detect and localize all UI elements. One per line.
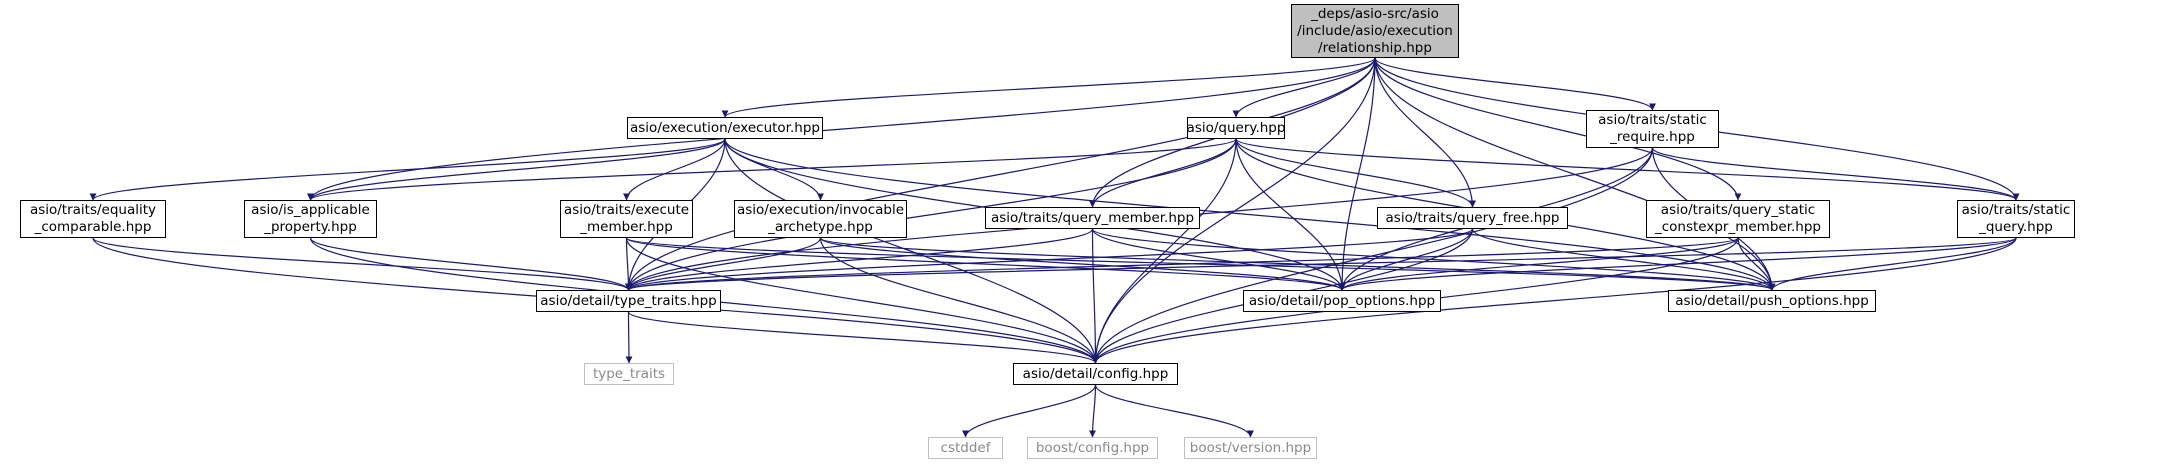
edge-invocable-to-pop-options [819, 237, 1346, 291]
node-label-line: asio/query.hpp [1186, 119, 1286, 136]
node-execute-member[interactable]: asio/traits/execute_member.hpp [560, 200, 693, 238]
node-label-line: _archetype.hpp [768, 219, 873, 235]
edge-executor-to-equality [89, 138, 726, 201]
edge-type-traits-hpp-to-config [627, 311, 1099, 364]
edge-root-to-query-free [1374, 57, 1476, 208]
edge-root-to-executor [721, 57, 1376, 118]
node-label-line: type_traits [592, 365, 666, 382]
edge-query-free-to-type-traits-hpp [625, 228, 1474, 291]
edge-invocable-to-config [819, 237, 1099, 364]
node-query-member[interactable]: asio/traits/query_member.hpp [985, 207, 1200, 229]
node-label-line: _deps/asio-src/asio [1311, 5, 1439, 22]
node-label-line: asio/is_applicable [251, 202, 370, 218]
edge-invocable-to-type-traits-hpp [625, 237, 822, 291]
node-label-line: _member.hpp [580, 219, 673, 235]
edge-query-member-to-pop-options [1091, 228, 1346, 291]
node-label-line: asio/detail/config.hpp [1022, 365, 1169, 382]
edge-static-require-to-config [1092, 147, 1654, 364]
node-label-line: asio/execution/invocable [736, 202, 905, 218]
node-label-line: _constexpr_member.hpp [1654, 219, 1822, 235]
node-cstddef: cstddef [928, 437, 1003, 459]
node-pop-options[interactable]: asio/detail/pop_options.hpp [1243, 290, 1441, 312]
edge-root-to-static-require [1374, 57, 1656, 111]
node-type-traits-hpp[interactable]: asio/detail/type_traits.hpp [536, 290, 721, 312]
edge-config-to-boost-config [1089, 384, 1097, 438]
edge-static-query-to-push-options [1768, 237, 2017, 291]
node-label-line: asio/traits/equality [29, 202, 157, 218]
edge-type-traits-hpp-to-type-traits-std [625, 311, 633, 364]
edge-query-to-type-traits-hpp [625, 138, 1237, 291]
edge-query-to-pop-options [1235, 138, 1346, 291]
node-label-line: boost/version.hpp [1189, 439, 1312, 456]
edge-query-to-query-member [1089, 138, 1237, 208]
node-label-line: asio/detail/pop_options.hpp [1248, 292, 1436, 309]
node-static-require[interactable]: asio/traits/static_require.hpp [1586, 110, 1719, 148]
node-executor[interactable]: asio/execution/executor.hpp [627, 117, 823, 139]
node-query-free[interactable]: asio/traits/query_free.hpp [1377, 207, 1568, 229]
edge-executor-to-is-applicable [307, 138, 726, 201]
edge-root-to-query [1232, 57, 1376, 118]
node-label-line: boost/config.hpp [1035, 439, 1150, 456]
node-label-line: _query.hpp [1979, 219, 2053, 235]
edge-execute-member-to-config [625, 237, 1099, 364]
edge-query-to-static-query [1235, 138, 2020, 201]
edge-query-to-query-free [1235, 138, 1476, 208]
edge-static-query-to-pop-options [1338, 237, 2017, 291]
edge-static-query-to-type-traits-hpp [625, 237, 2017, 291]
edge-query-member-to-type-traits-hpp [625, 228, 1094, 291]
edge-config-to-cstddef [962, 384, 1097, 438]
edge-executor-to-execute-member [623, 138, 726, 201]
node-query-static[interactable]: asio/traits/query_static_constexpr_membe… [1646, 200, 1830, 238]
edge-executor-to-push-options [724, 138, 1776, 291]
edge-query-free-to-pop-options [1338, 228, 1474, 291]
node-label-line: asio/traits/query_free.hpp [1385, 209, 1560, 226]
edge-query-static-to-pop-options [1338, 237, 1739, 291]
dependency-edges [89, 57, 2020, 438]
node-root: _deps/asio-src/asio/include/asio/executi… [1291, 4, 1459, 58]
edge-static-query-to-config [1092, 237, 2017, 364]
edge-is-applicable-to-type-traits-hpp [309, 237, 632, 291]
node-push-options[interactable]: asio/detail/push_options.hpp [1668, 290, 1876, 312]
node-label-line: asio/traits/execute [563, 202, 690, 218]
edge-config-to-boost-version [1094, 384, 1254, 438]
node-invocable[interactable]: asio/execution/invocable_archetype.hpp [734, 200, 907, 238]
node-config[interactable]: asio/detail/config.hpp [1013, 363, 1178, 385]
edge-static-require-to-static-query [1651, 147, 2020, 201]
node-label-line: _require.hpp [1610, 129, 1695, 145]
edge-executor-to-config [724, 138, 1099, 364]
node-label-line: asio/traits/query_member.hpp [990, 209, 1195, 226]
node-label-line: /include/asio/execution [1297, 22, 1453, 39]
node-query[interactable]: asio/query.hpp [1187, 117, 1285, 139]
node-type-traits-std: type_traits [584, 363, 674, 385]
edge-query-member-to-push-options [1091, 228, 1776, 291]
edge-equality-to-type-traits-hpp [92, 237, 632, 291]
edge-execute-member-to-type-traits-hpp [624, 237, 632, 291]
edge-query-static-to-type-traits-hpp [625, 237, 1739, 291]
edge-query-free-to-push-options [1471, 228, 1776, 291]
node-label-line: asio/detail/push_options.hpp [1675, 292, 1869, 309]
edge-execute-member-to-pop-options [625, 237, 1346, 291]
node-label-line: asio/traits/static [1598, 112, 1707, 128]
edge-query-to-is-applicable [307, 138, 1237, 201]
node-label-line: _comparable.hpp [34, 219, 152, 235]
edge-root-to-query-static [1374, 57, 1742, 201]
edge-query-member-to-config [1091, 228, 1099, 364]
node-boost-config: boost/config.hpp [1027, 437, 1158, 459]
node-label-line: _property.hpp [264, 219, 357, 235]
edge-root-to-type-traits-hpp [625, 57, 1376, 291]
node-label-line: asio/traits/query_static [1660, 202, 1816, 218]
node-label-line: asio/detail/type_traits.hpp [540, 292, 717, 309]
node-label-line: asio/traits/static [1961, 202, 2071, 218]
node-equality[interactable]: asio/traits/equality_comparable.hpp [20, 200, 166, 238]
node-label-line: cstddef [940, 439, 991, 456]
node-static-query[interactable]: asio/traits/static_query.hpp [1957, 200, 2075, 238]
edge-root-to-is-applicable [307, 57, 1376, 201]
node-label-line: asio/execution/executor.hpp [630, 119, 820, 136]
node-boost-version: boost/version.hpp [1184, 437, 1317, 459]
node-label-line: /relationship.hpp [1318, 39, 1432, 56]
node-is-applicable[interactable]: asio/is_applicable_property.hpp [244, 200, 377, 238]
